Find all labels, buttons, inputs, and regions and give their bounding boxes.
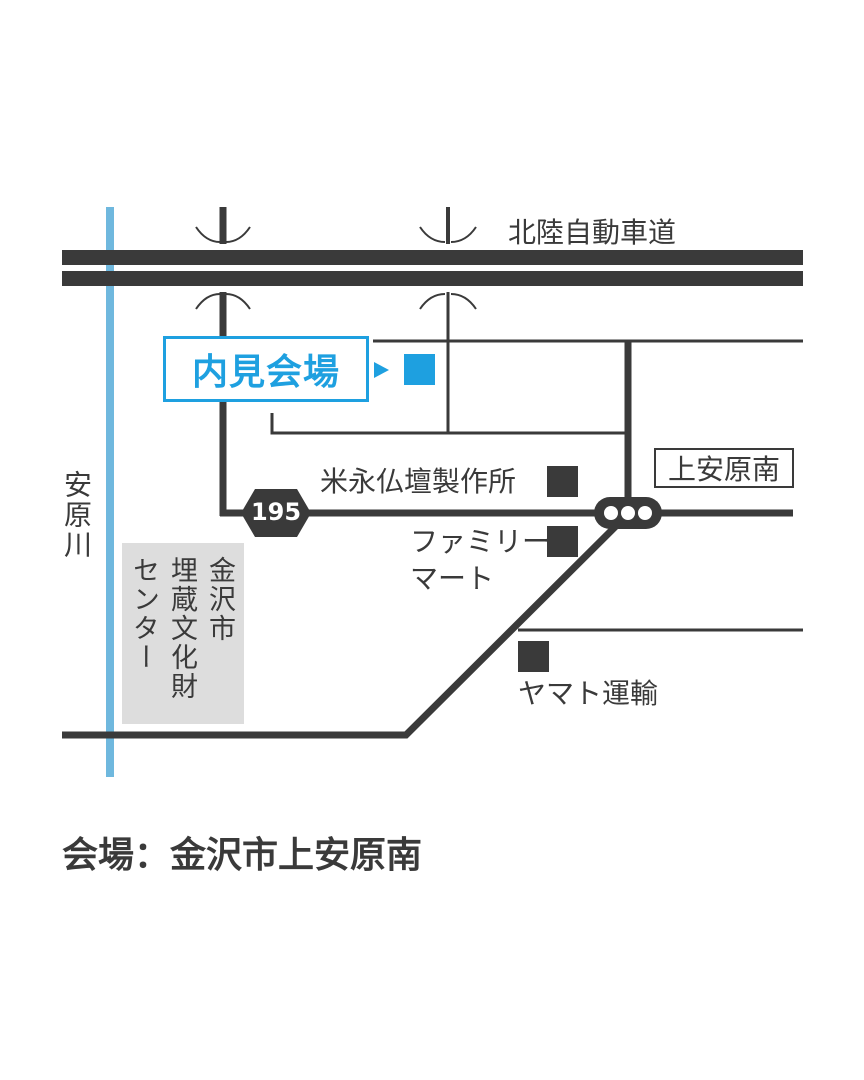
butsudan-label: 米永仏壇製作所 bbox=[320, 465, 517, 498]
route-number: 195 bbox=[250, 498, 302, 526]
familymart-marker bbox=[547, 526, 578, 557]
familymart-label-line1: ファミリー bbox=[410, 525, 551, 558]
yamato-marker bbox=[518, 641, 549, 672]
center-label-col1: 金沢市 bbox=[204, 556, 235, 643]
route-shield bbox=[241, 489, 311, 537]
venue-pointer-arrow bbox=[374, 362, 389, 378]
overpass-left bbox=[195, 207, 251, 516]
river bbox=[106, 207, 114, 777]
butsudan-marker bbox=[547, 466, 578, 497]
expressway-band-upper bbox=[62, 250, 803, 265]
expressway-label: 北陸自動車道 bbox=[508, 216, 677, 249]
traffic-signal-icon bbox=[594, 497, 662, 529]
main-roads bbox=[62, 341, 793, 739]
venue-address: 会場：金沢市上安原南 bbox=[62, 835, 423, 876]
center-label-col2: 埋蔵文化財 bbox=[166, 556, 197, 701]
center-block bbox=[122, 543, 244, 724]
center-label-col3: センター bbox=[128, 556, 159, 672]
station-label-box: 上安原南 bbox=[654, 448, 794, 488]
overpass-right bbox=[419, 207, 477, 433]
venue-marker bbox=[404, 354, 435, 385]
station-label: 上安原南 bbox=[667, 453, 780, 486]
yamato-label: ヤマト運輸 bbox=[518, 677, 659, 710]
venue-label: 内見会場 bbox=[191, 352, 340, 393]
river-label: 安原川 bbox=[60, 470, 93, 560]
venue-label-box: 内見会場 bbox=[163, 336, 369, 402]
familymart-label-line2: マート bbox=[410, 562, 495, 595]
local-roads bbox=[270, 339, 803, 632]
expressway-band-lower bbox=[62, 271, 803, 286]
